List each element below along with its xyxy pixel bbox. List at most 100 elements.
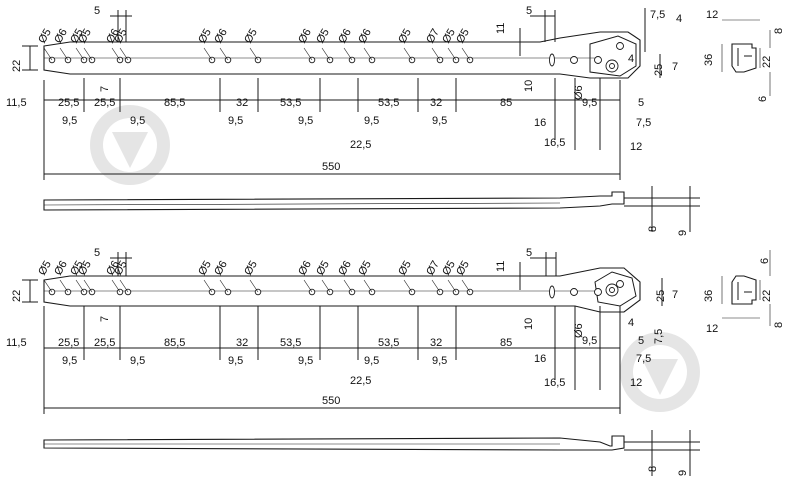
upper-end-hole-3 (594, 56, 602, 64)
upper-runner-plan (43, 31, 641, 79)
upper-runner-body (43, 31, 641, 79)
upper-top-7-5: 7,5 (650, 9, 665, 21)
lower-dim-7-5b: 7,5 (653, 329, 665, 344)
lower-end-hole-4 (616, 280, 624, 288)
lower-hole-label-1: Ø5 (36, 259, 54, 278)
lower-hole-label-7: Ø5 (196, 259, 214, 278)
lower-side-22: 22 (11, 290, 23, 302)
upper-dim-9-5c: 9,5 (228, 115, 243, 127)
lower-dim-9-5a: 9,5 (62, 355, 77, 367)
lower-top-5a: 5 (94, 247, 100, 259)
lower-dim-22-5: 22,5 (350, 375, 371, 387)
watermark-logo (90, 105, 700, 412)
lower-dim-85: 85 (500, 337, 512, 349)
lower-hole-label-9: Ø5 (242, 259, 260, 278)
upper-dim-9-5f: 9,5 (432, 115, 447, 127)
upper-dim-16-5: 16,5 (544, 137, 565, 149)
lower-dim-12: 12 (630, 377, 642, 389)
upper-side-7b: 7 (672, 61, 678, 73)
lower-side-4: 4 (628, 317, 634, 329)
upper-top-5b: 5 (526, 5, 532, 17)
upper-section-8: 8 (773, 28, 785, 34)
upper-dim-85: 85 (500, 97, 512, 109)
upper-side-25: 25 (653, 64, 665, 76)
lower-hole-label-12: Ø6 (336, 259, 354, 278)
lower-dimension-lines (22, 252, 663, 414)
lower-hole-label-15: Ø7 (424, 259, 442, 278)
upper-profile-9: 9 (677, 230, 689, 236)
lower-dim-85-5: 85,5 (164, 337, 185, 349)
upper-dim-9-5g: 9,5 (582, 97, 597, 109)
upper-dim-12: 12 (630, 141, 642, 153)
lower-hole-label-8: Ø6 (212, 259, 230, 278)
lower-profile-8: 8 (647, 466, 659, 472)
upper-section-6: 6 (757, 96, 769, 102)
lower-dim-11-5: 11,5 (6, 337, 27, 349)
lower-total-length: 550 (322, 395, 340, 407)
lower-section-36: 36 (703, 290, 715, 302)
lower-dim-9-5b: 9,5 (130, 355, 145, 367)
lower-dim-25-5b: 25,5 (94, 337, 115, 349)
lower-dim-9-5g: 9,5 (582, 335, 597, 347)
lower-end-hole-2 (570, 288, 578, 296)
lower-top-11: 11 (495, 261, 507, 272)
lower-side-7: 7 (99, 316, 111, 322)
upper-dimension-lines (22, 8, 661, 180)
lower-runner-body (43, 267, 641, 313)
lower-end-hole-1 (549, 285, 555, 299)
upper-section-12: 12 (706, 9, 718, 21)
upper-dim-9-5e: 9,5 (364, 115, 379, 127)
upper-dim-32a: 32 (236, 97, 248, 109)
upper-runner-profile (43, 186, 700, 232)
lower-hole-label-11: Ø5 (314, 259, 332, 278)
lower-section-12: 12 (706, 323, 718, 335)
upper-side-4: 4 (628, 53, 634, 65)
upper-side-10: 10 (523, 80, 535, 92)
upper-side-22: 22 (11, 60, 23, 72)
upper-dim-32b: 32 (430, 97, 442, 109)
upper-profile-8: 8 (647, 226, 659, 232)
upper-dim-25-5a: 25,5 (58, 97, 79, 109)
lower-cross-section (721, 250, 771, 326)
upper-top-11: 11 (495, 23, 507, 34)
upper-section-36: 36 (703, 54, 715, 66)
upper-end-plate (589, 35, 637, 77)
upper-end-hole-2 (570, 56, 578, 64)
lower-dim-32b: 32 (430, 337, 442, 349)
upper-dim-16: 16 (534, 117, 546, 129)
lower-side-25: 25 (655, 290, 667, 302)
upper-total-length: 550 (322, 161, 340, 173)
upper-dim-11-5: 11,5 (6, 97, 27, 109)
lower-end-hole-3 (594, 288, 602, 296)
lower-dim-53-5a: 53,5 (280, 337, 301, 349)
upper-dim-9-5a: 9,5 (62, 115, 77, 127)
lower-side-o6: Ø6 (573, 323, 585, 338)
lower-dim-25-5a: 25,5 (58, 337, 79, 349)
upper-end-hole-4 (616, 42, 624, 50)
lower-hole-label-10: Ø6 (296, 259, 314, 278)
upper-end-hole-1 (549, 53, 555, 67)
lower-runner-profile (43, 430, 700, 476)
upper-side-7: 7 (99, 86, 111, 92)
upper-section-22: 22 (761, 56, 773, 68)
lower-hole-label-14: Ø5 (396, 259, 414, 278)
lower-dim-7-5a: 7,5 (636, 353, 651, 365)
upper-hole-label-1: Ø5 (36, 27, 54, 46)
upper-side-o6: Ø6 (573, 85, 585, 100)
lower-section-8: 8 (773, 322, 785, 328)
upper-cross-section (721, 19, 771, 96)
upper-dim-7-5: 7,5 (636, 117, 651, 129)
upper-dim-85-5: 85,5 (164, 97, 185, 109)
lower-dim-9-5e: 9,5 (364, 355, 379, 367)
lower-side-10: 10 (523, 318, 535, 330)
upper-dim-53-5b: 53,5 (378, 97, 399, 109)
lower-top-5b: 5 (526, 247, 532, 259)
lower-hole-label-17: Ø5 (454, 259, 472, 278)
upper-dim-9-5b: 9,5 (130, 115, 145, 127)
upper-top-5a: 5 (94, 5, 100, 17)
upper-dim-25-5b: 25,5 (94, 97, 115, 109)
lower-dim-9-5d: 9,5 (298, 355, 313, 367)
lower-dim-53-5b: 53,5 (378, 337, 399, 349)
